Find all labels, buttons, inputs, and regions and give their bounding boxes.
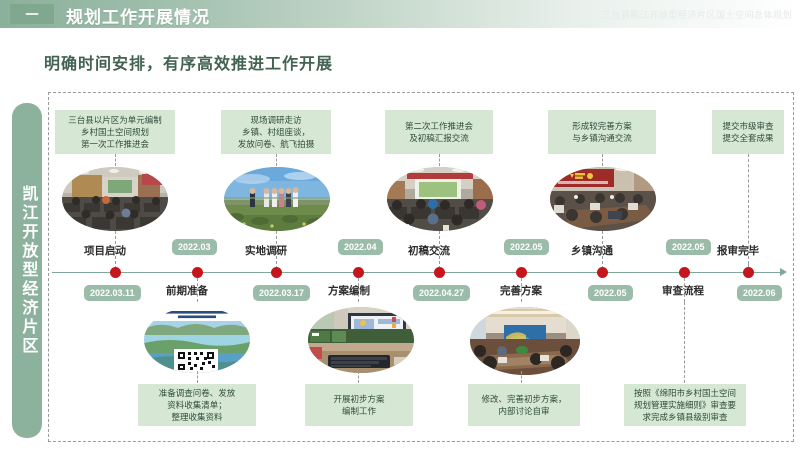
connector-bottom-4 xyxy=(684,302,685,383)
timeline-date-badge-7: 2022.05 xyxy=(588,285,633,301)
timeline-arrow-icon xyxy=(780,268,787,276)
top-caption-4: 形成较完善方案与乡镇沟通交流 xyxy=(548,110,656,154)
timeline-dot-5[interactable] xyxy=(434,267,445,278)
connector-bottom-2 xyxy=(358,371,359,383)
timeline-date-badge-1: 2022.03.11 xyxy=(84,285,141,301)
timeline-dot-6[interactable] xyxy=(516,267,527,278)
timeline-date-badge-2: 2022.03 xyxy=(172,239,217,255)
connector-top-1 xyxy=(115,154,116,166)
photo-desktop-workstation xyxy=(308,307,414,373)
timeline-date-badge-3: 2022.03.17 xyxy=(253,285,311,301)
connector-axis-4 xyxy=(358,278,359,302)
connector-top-2 xyxy=(276,154,277,166)
bottom-caption-4: 按照《绵阳市乡村国土空间规划管理实施细则》审查要求完成乡镇县级别审查 xyxy=(624,384,746,426)
slide-subtitle: 明确时间安排，有序高效推进工作开展 xyxy=(44,56,334,73)
timeline-date-badge-5: 2022.04.27 xyxy=(413,285,471,301)
timeline-dot-9[interactable] xyxy=(743,267,754,278)
timeline-date-badge-9: 2022.06 xyxy=(737,285,782,301)
top-caption-2: 现场调研走访乡镇、村组座谈，发放问卷、航飞拍摄 xyxy=(221,110,331,154)
timeline-dot-1[interactable] xyxy=(110,267,121,278)
connector-top-3 xyxy=(439,154,440,166)
header-section-number-box: 一 xyxy=(10,4,54,24)
side-tab: 凯江开放型经济片区 xyxy=(12,103,42,438)
timeline-dot-4[interactable] xyxy=(353,267,364,278)
connector-axis-2 xyxy=(197,278,198,302)
timeline-dot-3[interactable] xyxy=(271,267,282,278)
connector-axis-1 xyxy=(115,231,116,269)
connector-axis-6 xyxy=(521,278,522,302)
connector-top-4 xyxy=(602,154,603,166)
side-tab-label: 凯江开放型经济片区 xyxy=(19,185,37,356)
timeline-dot-2[interactable] xyxy=(192,267,203,278)
timeline-date-badge-4: 2022.04 xyxy=(338,239,383,255)
timeline-date-badge-6: 2022.05 xyxy=(504,239,549,255)
timeline-dot-7[interactable] xyxy=(597,267,608,278)
timeline-dot-8[interactable] xyxy=(679,267,690,278)
connector-top-5 xyxy=(748,154,749,264)
timeline-stage-label-4: 方案编制 xyxy=(328,285,370,297)
timeline-stage-label-2: 前期准备 xyxy=(166,285,208,297)
timeline-stage-label-3: 实地调研 xyxy=(245,245,287,257)
connector-axis-3 xyxy=(276,231,277,269)
bottom-caption-2: 开展初步方案编制工作 xyxy=(305,384,413,426)
connector-axis-8 xyxy=(684,278,685,302)
timeline-stage-label-8: 审查流程 xyxy=(662,285,704,297)
top-caption-3: 第二次工作推进会及初稿汇报交流 xyxy=(385,110,493,154)
top-caption-5: 提交市级审查提交全套成果 xyxy=(712,110,784,154)
photo-meeting-room-presentation xyxy=(387,167,493,231)
timeline-date-badge-8: 2022.05 xyxy=(666,239,711,255)
header-section-number: 一 xyxy=(25,6,39,22)
photo-questionnaire-with-qrcode xyxy=(144,307,250,373)
timeline-stage-label-7: 乡镇沟通 xyxy=(571,245,613,257)
photo-boardroom-discussion xyxy=(470,307,580,375)
header-project-name: 三台县凯江开放型经济片区国土空间总体规划 xyxy=(601,10,792,20)
connector-axis-7 xyxy=(602,231,603,269)
slide-header: 一 规划工作开展情况 三台县凯江开放型经济片区国土空间总体规划 xyxy=(0,0,800,28)
timeline-stage-label-9: 报审完毕 xyxy=(717,245,759,257)
page-title: 规划工作开展情况 xyxy=(66,8,210,27)
timeline-stage-label-1: 项目启动 xyxy=(84,245,126,257)
connector-axis-5 xyxy=(439,231,440,269)
bottom-caption-3: 修改、完善初步方案，内部讨论自审 xyxy=(468,384,580,426)
bottom-caption-1: 准备调查问卷、发放资料收集清单；整理收集资料 xyxy=(138,384,256,426)
timeline-axis xyxy=(52,272,782,273)
photo-conference-hall-meeting xyxy=(62,167,168,231)
photo-field-survey-outdoor xyxy=(224,167,330,231)
content-frame xyxy=(48,92,794,442)
connector-bottom-3 xyxy=(521,371,522,383)
connector-bottom-1 xyxy=(197,371,198,383)
top-caption-1: 三台县以片区为单元编制乡村国土空间规划第一次工作推进会 xyxy=(55,110,175,154)
timeline-stage-label-5: 初稿交流 xyxy=(408,245,450,257)
photo-government-conference-room xyxy=(550,167,656,231)
